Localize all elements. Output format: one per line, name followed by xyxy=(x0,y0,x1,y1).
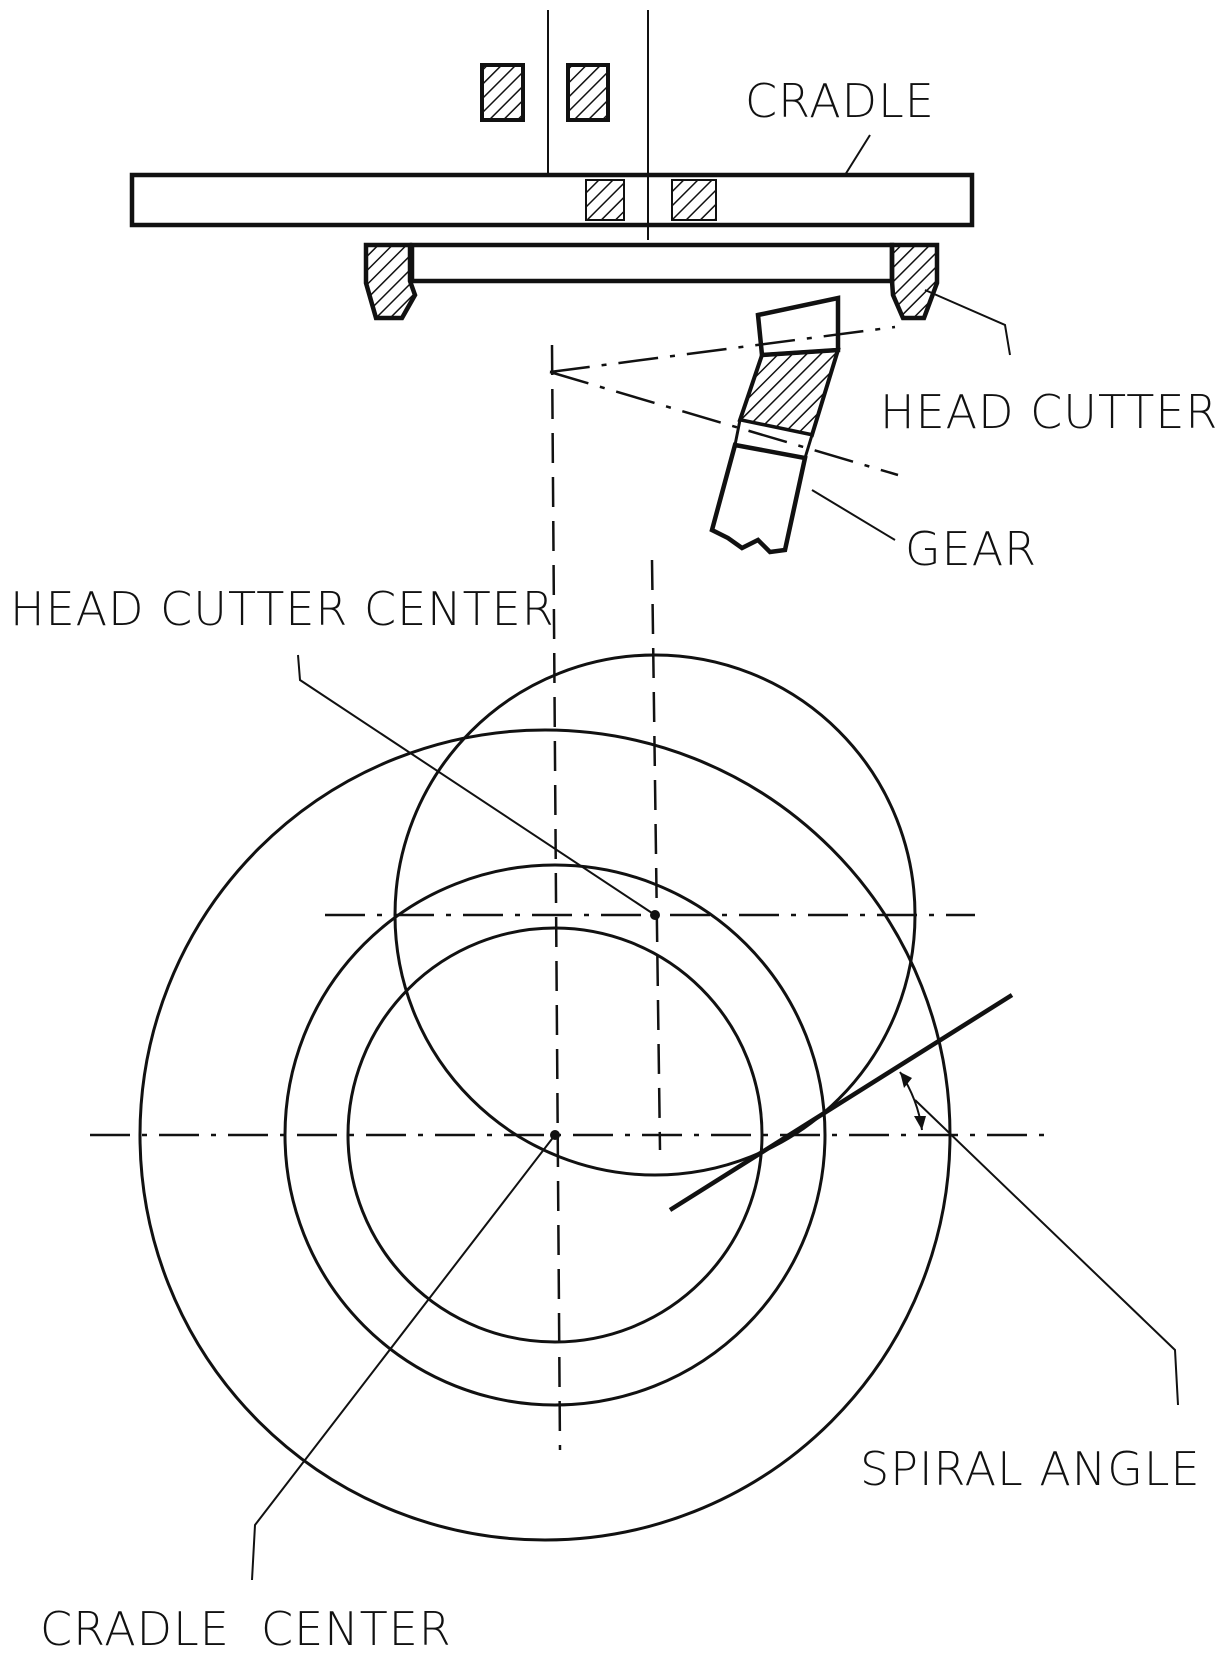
pitch-cone-line-upper xyxy=(549,325,896,374)
cradle-hub-left xyxy=(585,179,625,221)
gear-blank xyxy=(709,295,841,555)
cradle-center-label: CRADLE CENTER xyxy=(40,1602,452,1656)
spiral-angle-leader-line xyxy=(914,1099,1179,1406)
cradle-center-vertical-line xyxy=(550,344,562,1451)
cutter-center-vertical-line xyxy=(650,559,662,1151)
spindle-bearing-left xyxy=(480,63,525,122)
spiral-tangent-line xyxy=(668,993,1014,1212)
cradle-plate xyxy=(129,172,975,228)
gear-leader-line xyxy=(811,489,896,541)
head-cutter-body xyxy=(363,242,940,321)
spindle-bearing-right xyxy=(566,63,610,122)
head-cutter-label: HEAD CUTTER xyxy=(880,385,1217,439)
pitch-cone-line-lower xyxy=(549,370,899,477)
gear-label: GEAR xyxy=(905,522,1037,576)
inner-cradle-circle xyxy=(346,926,764,1344)
cradle-label: CRADLE xyxy=(745,74,935,128)
spiral-angle-arrow-top xyxy=(900,1072,912,1088)
cradle-center-leader-line xyxy=(251,1134,556,1581)
spiral-angle-arrow-bottom xyxy=(914,1116,926,1130)
cradle-hub-right xyxy=(671,179,717,221)
head-cutter-leader-line xyxy=(924,289,1011,356)
spiral-angle-label: SPIRAL ANGLE xyxy=(860,1442,1201,1496)
head-cutter-center-label: HEAD CUTTER CENTER xyxy=(10,582,555,636)
head-cutter-center-leader-line xyxy=(297,654,656,916)
cradle-leader-line xyxy=(844,134,871,176)
